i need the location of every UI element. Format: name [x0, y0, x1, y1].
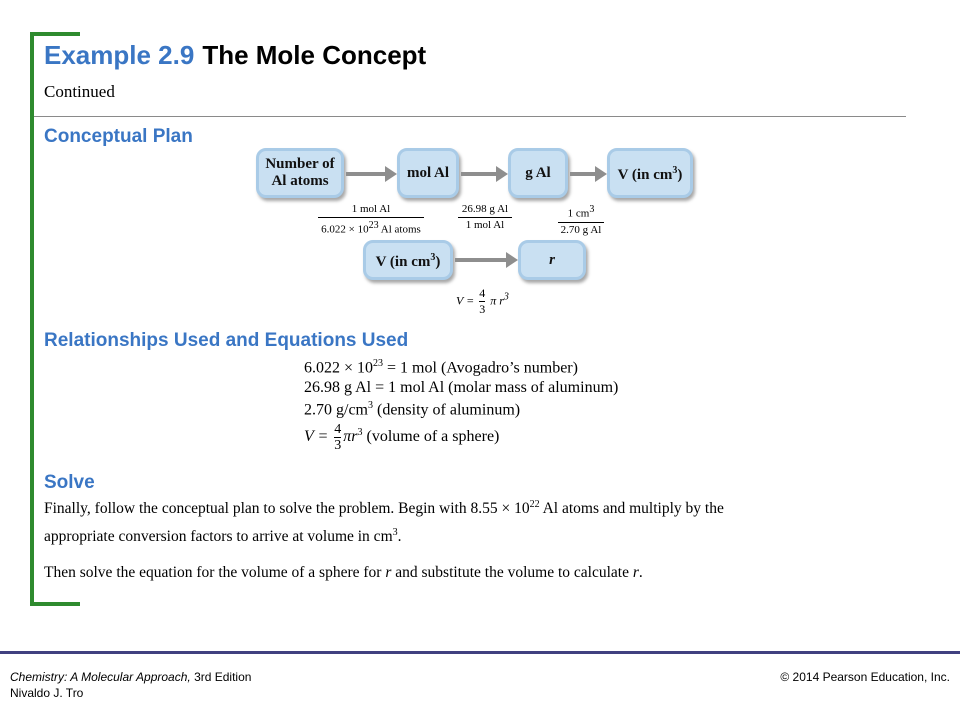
solve-paragraph-1: Finally, follow the conceptual plan to s…	[44, 493, 904, 549]
arrow-atoms-to-mol	[346, 166, 397, 182]
footer-author: Nivaldo J. Tro	[10, 686, 84, 700]
arrow-volume-to-radius	[455, 252, 518, 268]
rel3-b: (density of aluminum)	[373, 401, 521, 419]
footer-edition: 3rd Edition	[190, 670, 252, 684]
box-mol-label: mol Al	[406, 164, 450, 181]
rel4-exp: 3	[357, 426, 363, 438]
factor2-numerator: 26.98 g Al	[461, 203, 509, 215]
relationships-heading: Relationships Used and Equations Used	[44, 330, 409, 351]
factor3-num-a: 1 cm	[567, 207, 590, 220]
arrow-grams-to-volume	[570, 166, 607, 182]
box-volume2-label: V (in cm3)	[376, 249, 441, 271]
box-volume-label: V (in cm3)	[618, 162, 683, 184]
footer-book-line: Chemistry: A Molecular Approach, 3rd Edi…	[10, 670, 251, 684]
solve-p1-exp: 22	[529, 499, 540, 510]
sphere-den: 3	[479, 302, 486, 316]
solve-p2-b: and substitute the volume to calculate	[391, 564, 633, 581]
factor-mol-to-grams: 26.98 g Al 1 mol Al	[458, 203, 512, 232]
factor3-num-exp: 3	[589, 204, 595, 215]
volume2-exp: 3	[430, 252, 436, 263]
footer-divider	[0, 651, 960, 654]
box-radius: r	[518, 240, 586, 280]
solve-p2-c: .	[638, 564, 643, 581]
factor1-den-exp: 23	[368, 220, 379, 231]
sphere-lhs: V =	[456, 293, 475, 308]
volume-close: )	[677, 167, 683, 183]
box-atoms-line2: Al atoms	[271, 173, 329, 189]
box-radius-label: r	[549, 251, 555, 268]
box-g-al: g Al	[508, 148, 568, 198]
factor-grams-to-volume: 1 cm3 2.70 g Al	[558, 203, 604, 237]
green-bracket-top	[30, 32, 80, 36]
rel3-a: 2.70 g/cm	[304, 401, 368, 419]
title-divider	[34, 116, 906, 117]
volume2-text: V (in cm	[375, 254, 431, 270]
solve-p1-a: Finally, follow the conceptual plan to s…	[44, 500, 530, 518]
solve-p1-d: .	[397, 528, 402, 546]
rel4-rhs: πr	[343, 428, 358, 446]
relationship-density: 2.70 g/cm3 (density of aluminum)	[304, 400, 520, 419]
rel1-b: = 1 mol (Avogadro’s number)	[383, 359, 578, 377]
arrow-mol-to-grams	[461, 166, 508, 182]
footer-book-title: Chemistry: A Molecular Approach,	[10, 670, 191, 684]
factor3-denominator: 2.70 g Al	[560, 223, 602, 236]
sphere-rhs: π r	[490, 293, 504, 308]
footer-copyright: © 2014 Pearson Education, Inc.	[780, 670, 950, 684]
example-label: Example 2.9	[44, 40, 195, 70]
solve-paragraph-2: Then solve the equation for the volume o…	[44, 561, 904, 585]
solve-p1-b: Al atoms and multiply by the	[539, 500, 724, 518]
green-bracket-bottom	[30, 602, 80, 606]
relationship-molar-mass: 26.98 g Al = 1 mol Al (molar mass of alu…	[304, 379, 619, 396]
factor-atoms-to-mol: 1 mol Al 6.022 × 1023 Al atoms	[318, 203, 424, 237]
volume-exp: 3	[672, 165, 678, 176]
relationship-avogadro: 6.022 × 1023 = 1 mol (Avogadro’s number)	[304, 358, 578, 377]
box-volume-2: V (in cm3)	[363, 240, 453, 280]
rel1-a: 6.022 × 10	[304, 359, 374, 377]
rel4-lhs: V =	[304, 428, 329, 446]
sphere-num: 4	[479, 286, 486, 300]
rel1-exp: 23	[373, 358, 384, 369]
box-number-of-atoms: Number of Al atoms	[256, 148, 344, 198]
sphere-exp: 3	[503, 291, 509, 303]
factor1-den-b: Al atoms	[378, 223, 421, 236]
solve-p1-exp2: 3	[392, 527, 398, 539]
solve-p2-r2: r	[632, 564, 639, 581]
volume-text: V (in cm	[617, 167, 673, 183]
box-atoms-line1: Number of	[265, 156, 335, 172]
factor1-denominator: 6.022 × 1023 Al atoms	[319, 218, 423, 237]
box-mol-al: mol Al	[397, 148, 459, 198]
box-volume: V (in cm3)	[607, 148, 693, 198]
rel4-num: 4	[334, 422, 342, 437]
factor3-numerator: 1 cm3	[566, 203, 597, 222]
rel3-exp: 3	[368, 400, 373, 411]
solve-p1-c: appropriate conversion factors to arrive…	[44, 528, 393, 546]
volume2-close: )	[435, 254, 441, 270]
rel4-den: 3	[334, 438, 342, 453]
solve-p2-a: Then solve the equation for the volume o…	[44, 564, 386, 581]
factor1-den-a: 6.022 × 10	[321, 223, 369, 236]
factor1-numerator: 1 mol Al	[351, 203, 391, 215]
box-grams-label: g Al	[525, 164, 551, 181]
rel4-note: (volume of a sphere)	[362, 428, 500, 446]
conceptual-plan-heading: Conceptual Plan	[44, 126, 193, 147]
green-bracket-vertical	[30, 32, 34, 606]
title-text: The Mole Concept	[202, 40, 427, 70]
solve-p2-r1: r	[385, 564, 392, 581]
factor2-denominator: 1 mol Al	[465, 219, 505, 231]
solve-heading: Solve	[44, 472, 95, 493]
subtitle: Continued	[44, 82, 115, 101]
